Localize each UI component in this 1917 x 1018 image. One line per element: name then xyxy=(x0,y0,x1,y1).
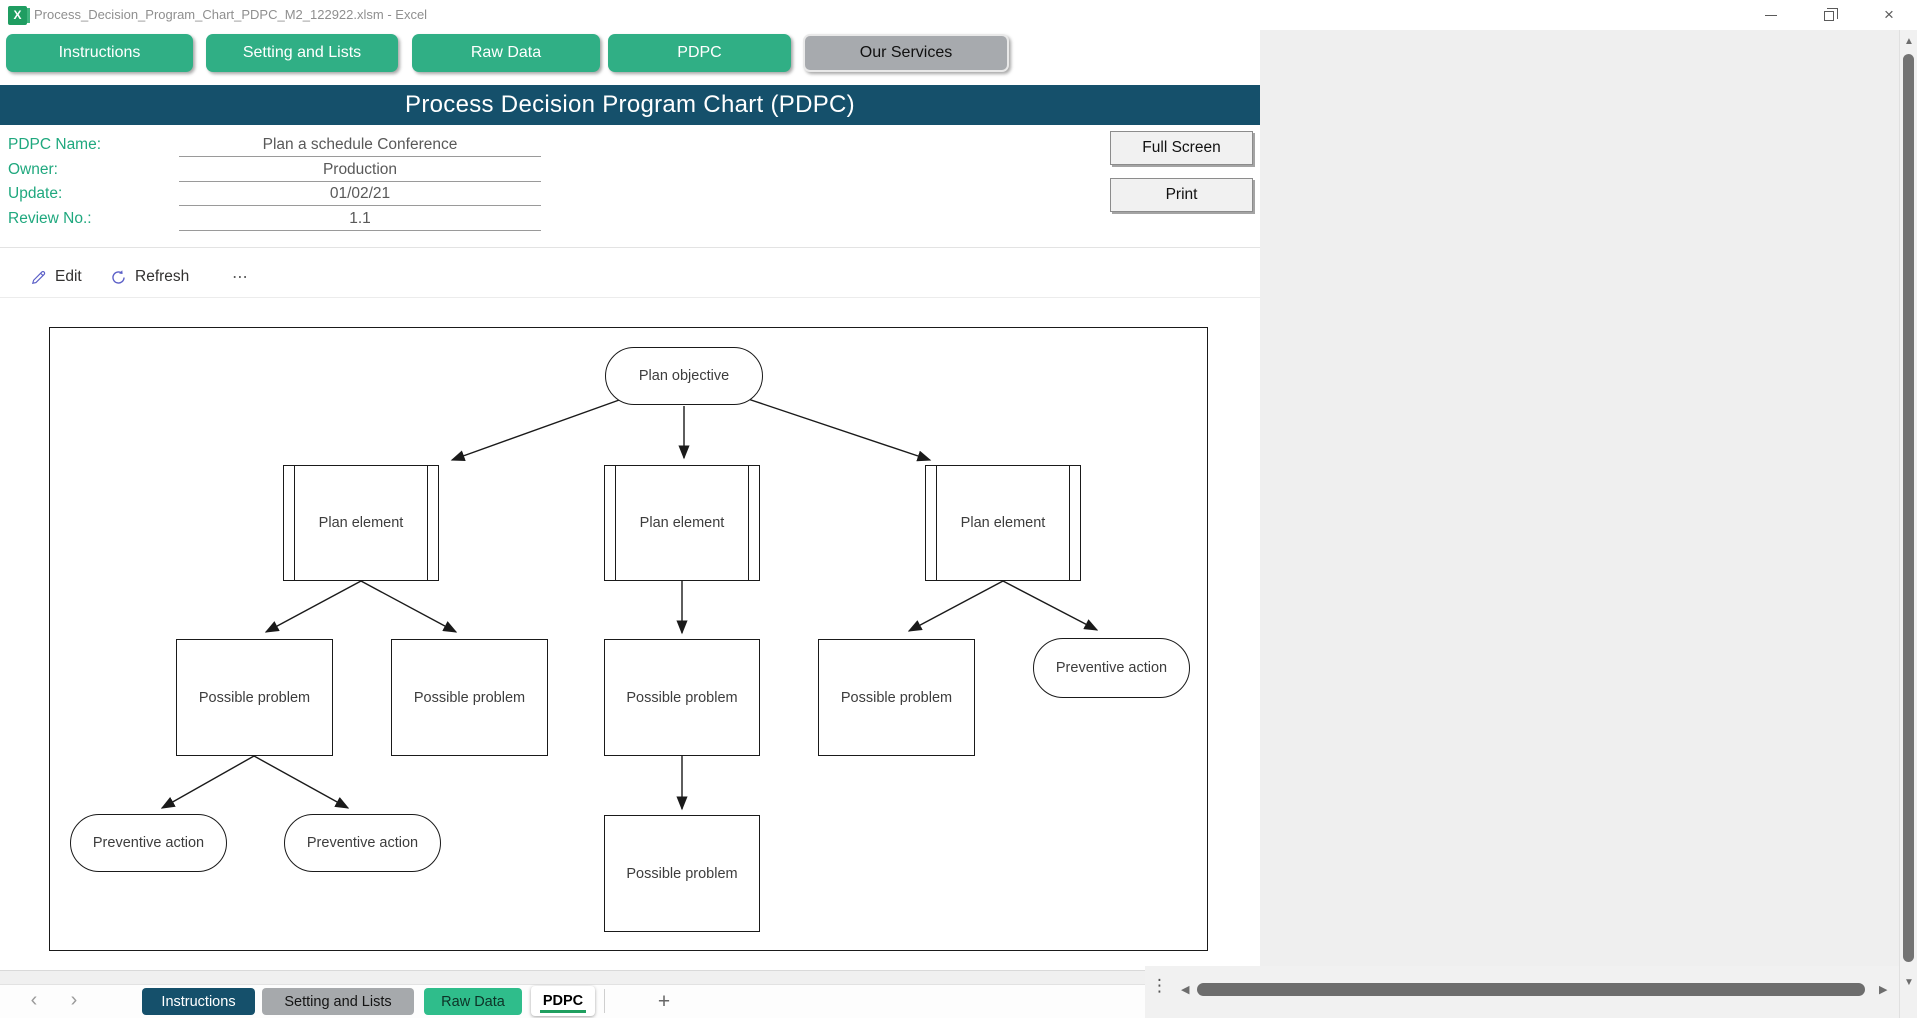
edit-label: Edit xyxy=(55,268,82,285)
nav-button-pdpc[interactable]: PDPC xyxy=(608,34,791,72)
subprocess-bar xyxy=(615,465,616,581)
refresh-button[interactable]: Refresh xyxy=(110,256,189,298)
minimize-icon xyxy=(1765,14,1777,16)
refresh-label: Refresh xyxy=(135,268,190,285)
form-row-pdpc-name: PDPC Name: Plan a schedule Conference xyxy=(0,133,560,158)
drawing-toolbar: Edit Refresh ⋯ xyxy=(0,256,1260,298)
active-tab-underline xyxy=(540,1010,586,1013)
subprocess-bar xyxy=(1069,465,1070,581)
scrollbar-resize-handle[interactable]: ⋮ xyxy=(1151,976,1168,996)
form-row-review-no: Review No.: 1.1 xyxy=(0,207,560,232)
close-button[interactable]: × xyxy=(1866,0,1912,30)
nav-button-our-services[interactable]: Our Services xyxy=(803,34,1009,72)
content-bottom-strip xyxy=(0,970,1260,985)
review-no-label: Review No.: xyxy=(8,210,92,227)
window-title: Process_Decision_Program_Chart_PDPC_M2_1… xyxy=(34,7,428,22)
close-icon: × xyxy=(1884,5,1894,24)
plus-icon: + xyxy=(657,989,671,1013)
edit-button[interactable]: Edit xyxy=(30,256,82,298)
add-sheet-button[interactable]: + xyxy=(650,988,678,1015)
triangle-down-icon: ▼ xyxy=(1904,977,1914,988)
subprocess-bar xyxy=(936,465,937,581)
scroll-up-button[interactable]: ▲ xyxy=(1900,36,1917,47)
vertical-scrollbar[interactable]: ▲ ▼ xyxy=(1899,30,1917,1018)
node-label: Plan element xyxy=(639,515,725,531)
node-plan-element-left[interactable]: Plan element xyxy=(283,465,439,581)
vertical-dots-icon: ⋮ xyxy=(1151,976,1168,995)
sheet-tab-pdpc-active[interactable]: PDPC xyxy=(531,986,595,1016)
pdpc-diagram-canvas: Plan objective Plan element Plan element… xyxy=(0,300,1260,970)
triangle-up-icon: ▲ xyxy=(1904,36,1914,47)
subprocess-bar xyxy=(294,465,295,581)
node-preventive-action-2[interactable]: Preventive action xyxy=(284,814,441,872)
nav-button-setting-and-lists[interactable]: Setting and Lists xyxy=(206,34,398,72)
diagram-border-frame xyxy=(49,327,1208,951)
horizontal-scrollbar-region: ⋮ ◀ ▶ xyxy=(1145,966,1899,1018)
excel-app-icon: X xyxy=(8,6,30,25)
review-no-value[interactable]: 1.1 xyxy=(179,207,541,231)
node-plan-element-right[interactable]: Plan element xyxy=(925,465,1081,581)
scroll-right-button[interactable]: ▶ xyxy=(1879,983,1887,996)
node-possible-problem-3[interactable]: Possible problem xyxy=(604,639,760,756)
horizontal-scrollbar-thumb[interactable] xyxy=(1197,983,1865,996)
scroll-down-button[interactable]: ▼ xyxy=(1900,977,1917,988)
nav-button-raw-data[interactable]: Raw Data xyxy=(412,34,600,72)
sheet-tab-setting-and-lists[interactable]: Setting and Lists xyxy=(262,988,414,1015)
form-row-owner: Owner: Production xyxy=(0,158,560,183)
worksheet-empty-area xyxy=(1260,30,1899,1018)
horizontal-scrollbar[interactable]: ◀ ▶ xyxy=(1175,980,1895,1000)
tab-separator xyxy=(604,989,605,1013)
page-title-banner: Process Decision Program Chart (PDPC) xyxy=(0,85,1260,125)
chevron-left-icon: ‹ xyxy=(30,988,38,1011)
update-label: Update: xyxy=(8,185,63,202)
owner-value[interactable]: Production xyxy=(179,158,541,182)
node-label: Plan element xyxy=(960,515,1046,531)
active-tab-label: PDPC xyxy=(542,993,584,1009)
vertical-scrollbar-thumb[interactable] xyxy=(1903,54,1914,962)
page-title: Process Decision Program Chart (PDPC) xyxy=(405,91,855,118)
toolbar-more-button[interactable]: ⋯ xyxy=(232,256,250,298)
scroll-left-button[interactable]: ◀ xyxy=(1181,983,1189,996)
subprocess-bar xyxy=(427,465,428,581)
refresh-icon xyxy=(112,269,125,284)
sheet-tab-raw-data[interactable]: Raw Data xyxy=(424,988,522,1015)
pdpc-name-value[interactable]: Plan a schedule Conference xyxy=(179,133,541,157)
sheet-tab-instructions[interactable]: Instructions xyxy=(142,988,255,1015)
sheet-nav-next-button[interactable]: › xyxy=(62,987,86,1013)
window-title-bar: X Process_Decision_Program_Chart_PDPC_M2… xyxy=(0,0,1917,30)
chevron-right-icon: › xyxy=(70,988,78,1011)
minimize-button[interactable] xyxy=(1748,0,1794,30)
form-row-update: Update: 01/02/21 xyxy=(0,182,560,207)
owner-label: Owner: xyxy=(8,161,58,178)
node-preventive-action-3[interactable]: Preventive action xyxy=(1033,638,1190,698)
sheet-nav-prev-button[interactable]: ‹ xyxy=(22,987,46,1013)
embed-frame-divider xyxy=(0,247,1260,248)
restore-button[interactable] xyxy=(1806,0,1852,30)
full-screen-button[interactable]: Full Screen xyxy=(1110,131,1253,165)
node-possible-problem-5[interactable]: Possible problem xyxy=(604,815,760,932)
pdpc-name-label: PDPC Name: xyxy=(8,136,102,153)
triangle-right-icon: ▶ xyxy=(1879,984,1888,996)
node-label: Plan element xyxy=(318,515,404,531)
node-preventive-action-1[interactable]: Preventive action xyxy=(70,814,227,872)
node-possible-problem-4[interactable]: Possible problem xyxy=(818,639,975,756)
pencil-icon xyxy=(31,270,46,284)
node-possible-problem-2[interactable]: Possible problem xyxy=(391,639,548,756)
node-plan-element-middle[interactable]: Plan element xyxy=(604,465,760,581)
restore-icon xyxy=(1824,8,1838,21)
sheet-tab-bar: ‹ › Instructions Setting and Lists Raw D… xyxy=(0,985,1260,1018)
node-possible-problem-1[interactable]: Possible problem xyxy=(176,639,333,756)
print-button[interactable]: Print xyxy=(1110,178,1253,212)
node-plan-objective[interactable]: Plan objective xyxy=(605,347,763,405)
nav-button-instructions[interactable]: Instructions xyxy=(6,34,193,72)
triangle-left-icon: ◀ xyxy=(1181,984,1190,996)
update-value[interactable]: 01/02/21 xyxy=(179,182,541,206)
subprocess-bar xyxy=(748,465,749,581)
ellipsis-icon: ⋯ xyxy=(232,269,250,286)
